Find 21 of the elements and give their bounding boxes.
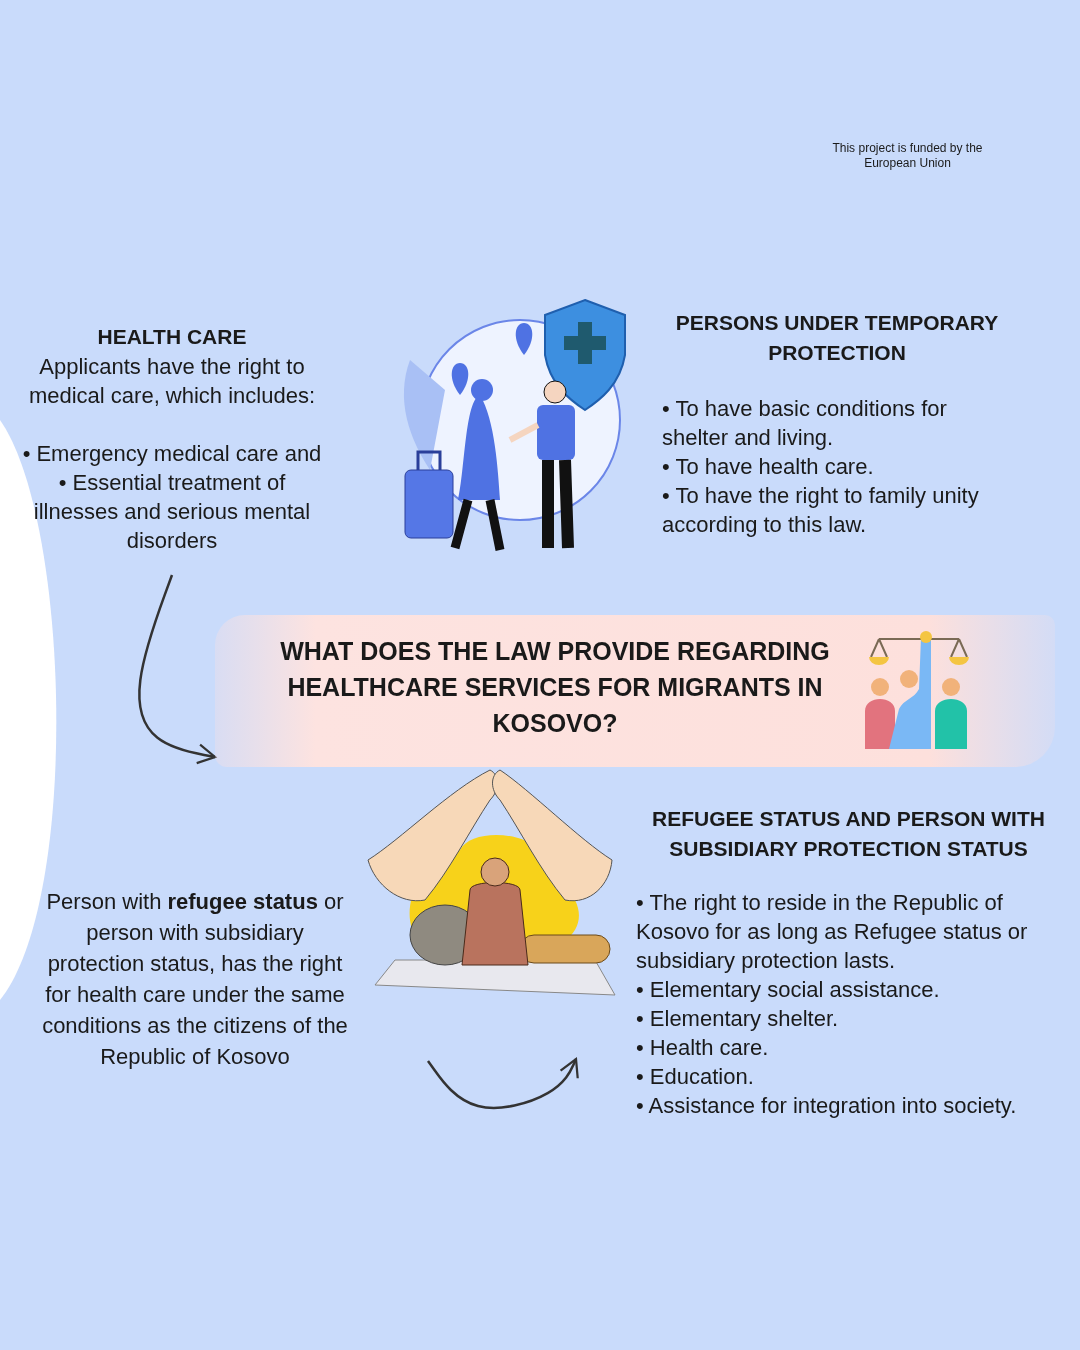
funding-note: This project is funded by the European Union: [831, 141, 984, 171]
curved-arrow: [427, 1057, 579, 1110]
paragraph: Applicants have the right to medical care, which includes:: [27, 353, 317, 410]
brush-stroke-band: [215, 615, 1055, 767]
section-heading: REFUGEE STATUS AND PERSON WITH SUBSIDIARY PROTECTION STATUS: [651, 806, 1046, 862]
bullet-item: • To have basic conditions for shelter and living.: [662, 395, 948, 452]
bullet-item: • Elementary shelter.: [636, 1005, 840, 1033]
curved-arrow: [138, 574, 217, 765]
bullet-item: • Health care.: [636, 1034, 770, 1062]
bullet-item: • Elementary social assistance.: [636, 976, 941, 1004]
section-heading: PERSONS UNDER TEMPORARY PROTECTION: [674, 310, 1000, 366]
bullet-item: • Education.: [636, 1063, 755, 1091]
bullet-item: • Assistance for integration into society.: [636, 1092, 1018, 1120]
bullet-item: • To have the right to family unity according to this law.: [662, 482, 980, 539]
paragraph: Person with refugee status or person with subsidiary protection status, has the right for health care under the same conditions as the citizens of the Republic of Kosovo: [42, 888, 348, 1071]
bullet-item: • Essential treatment of illnesses and serious mental disorders: [32, 469, 312, 555]
bullet-item: • Emergency medical care and: [22, 440, 322, 468]
title: WHAT DOES THE LAW PROVIDE REGARDING HEALTHCARE SERVICES FOR MIGRANTS IN KOSOVO?: [279, 636, 831, 739]
section-heading: HEALTH CARE: [96, 324, 248, 350]
bullet-item: • The right to reside in the Republic of Kosovo for as long as Refugee status or subsidiary protection lasts.: [636, 889, 1029, 975]
bullet-item: • To have health care.: [662, 453, 875, 481]
